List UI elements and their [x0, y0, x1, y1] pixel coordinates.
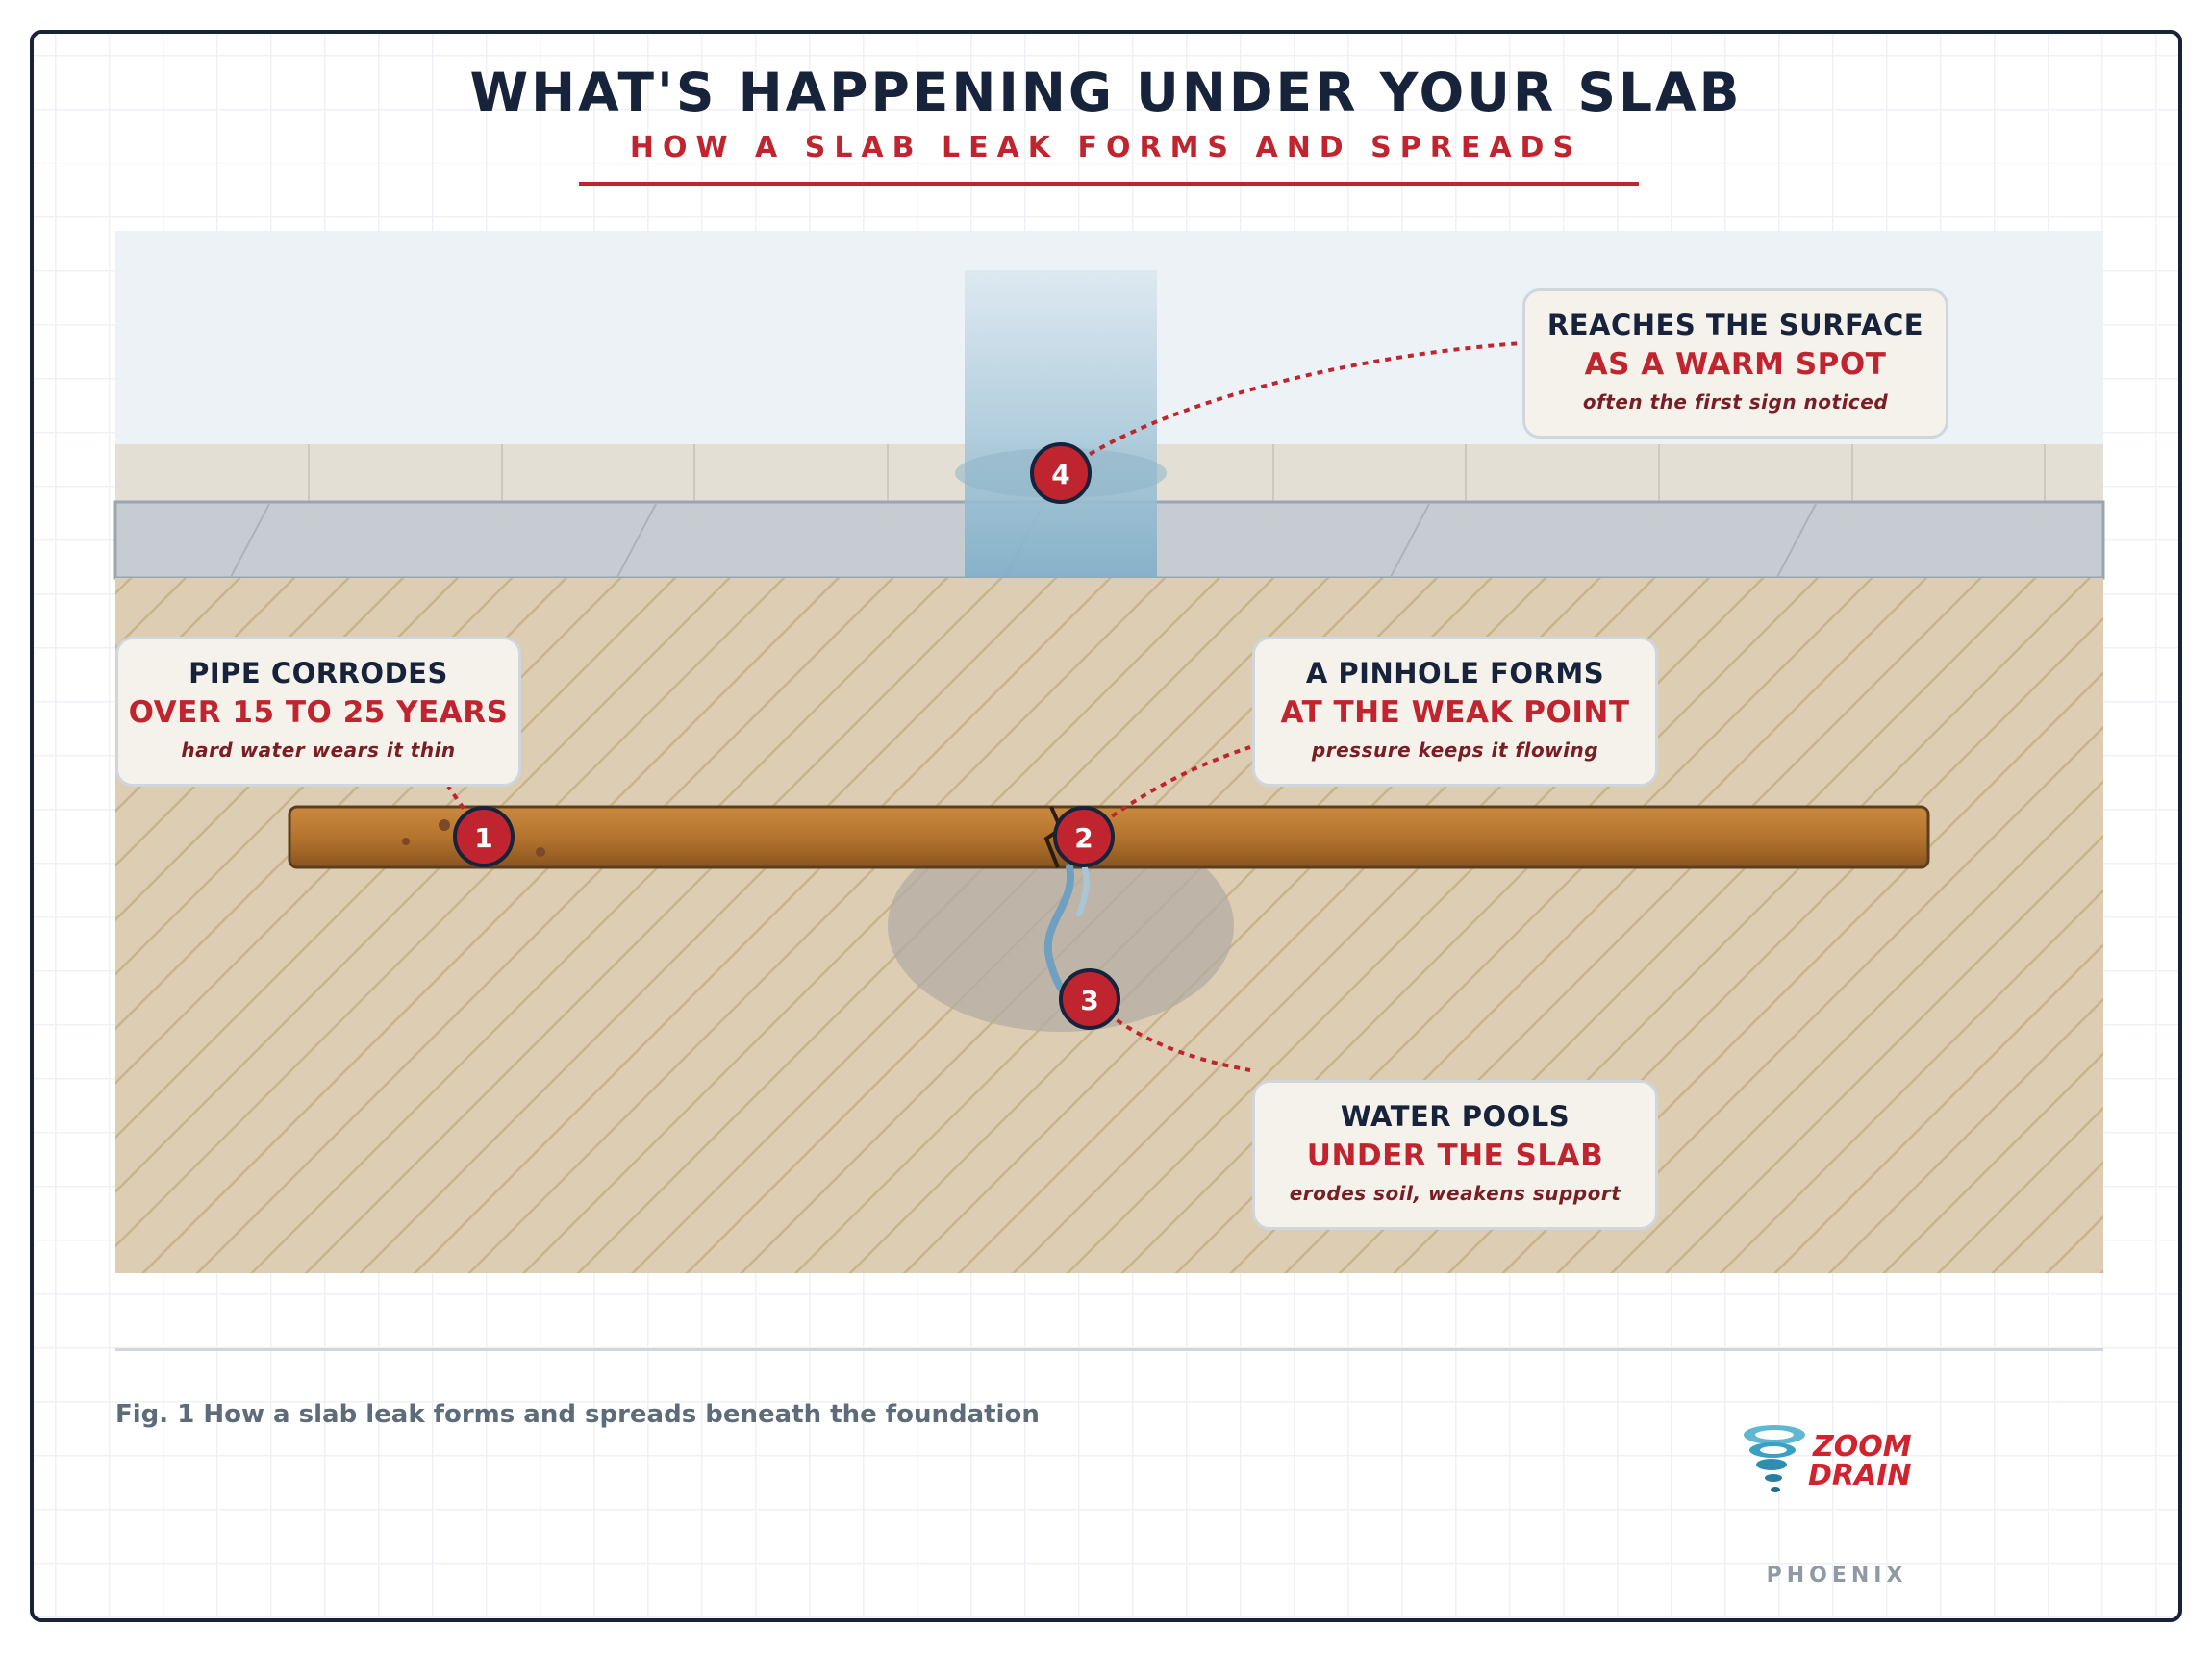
callout-heading: PIPE CORRODES — [189, 657, 448, 689]
callout-leaders — [446, 341, 1522, 1072]
callout-highlight: AT THE WEAK POINT — [1280, 695, 1630, 730]
zoom-drain-logo: ZOOM DRAIN — [1744, 1425, 1912, 1492]
callout-heading: A PINHOLE FORMS — [1305, 657, 1605, 689]
marker-4-number: 4 — [1051, 459, 1069, 490]
callout-note: pressure keeps it flowing — [1311, 739, 1599, 762]
brand-line-2: DRAIN — [1808, 1459, 1912, 1492]
footer-divider — [115, 1348, 2103, 1351]
callout-pipe-corrodes: PIPE CORRODES OVER 15 TO 25 YEARS hard w… — [115, 637, 521, 787]
corrosion-pits — [402, 819, 545, 857]
callout-note: often the first sign noticed — [1582, 390, 1889, 414]
marker-2-icon: 2 — [1053, 806, 1115, 867]
callout-pinhole-forms: A PINHOLE FORMS AT THE WEAK POINT pressu… — [1252, 637, 1658, 787]
location-label: PHOENIX — [1766, 1564, 1908, 1588]
callout-highlight: UNDER THE SLAB — [1306, 1139, 1604, 1173]
figure-caption: Fig. 1 How a slab leak forms and spreads… — [115, 1400, 1040, 1429]
title-underline — [579, 182, 1639, 186]
rising-moisture-column — [965, 270, 1157, 578]
callout-note: erodes soil, weakens support — [1289, 1182, 1621, 1205]
callout-highlight: OVER 15 TO 25 YEARS — [128, 695, 509, 730]
brand-line-1: ZOOM — [1812, 1430, 1912, 1464]
callout-highlight: AS A WARM SPOT — [1584, 347, 1887, 382]
marker-1-number: 1 — [474, 822, 492, 854]
marker-4-icon: 4 — [1030, 442, 1092, 504]
marker-1-icon: 1 — [453, 806, 515, 867]
page-subtitle: HOW A SLAB LEAK FORMS AND SPREADS — [629, 131, 1583, 164]
leak-spray — [1076, 865, 1090, 916]
marker-3-icon: 3 — [1059, 968, 1120, 1030]
water-pool — [888, 820, 1234, 1032]
marker-3-number: 3 — [1080, 985, 1098, 1016]
tornado-logo-icon — [1744, 1425, 1805, 1492]
callout-note: hard water wears it thin — [181, 739, 456, 762]
callout-heading: WATER POOLS — [1340, 1100, 1571, 1133]
callout-heading: REACHES THE SURFACE — [1546, 309, 1924, 341]
callout-reaches-surface: REACHES THE SURFACE AS A WARM SPOT often… — [1522, 288, 1948, 439]
marker-2-number: 2 — [1074, 822, 1093, 854]
callout-water-pools: WATER POOLS UNDER THE SLAB erodes soil, … — [1252, 1080, 1658, 1230]
page-title: WHAT'S HAPPENING UNDER YOUR SLAB — [469, 62, 1743, 123]
